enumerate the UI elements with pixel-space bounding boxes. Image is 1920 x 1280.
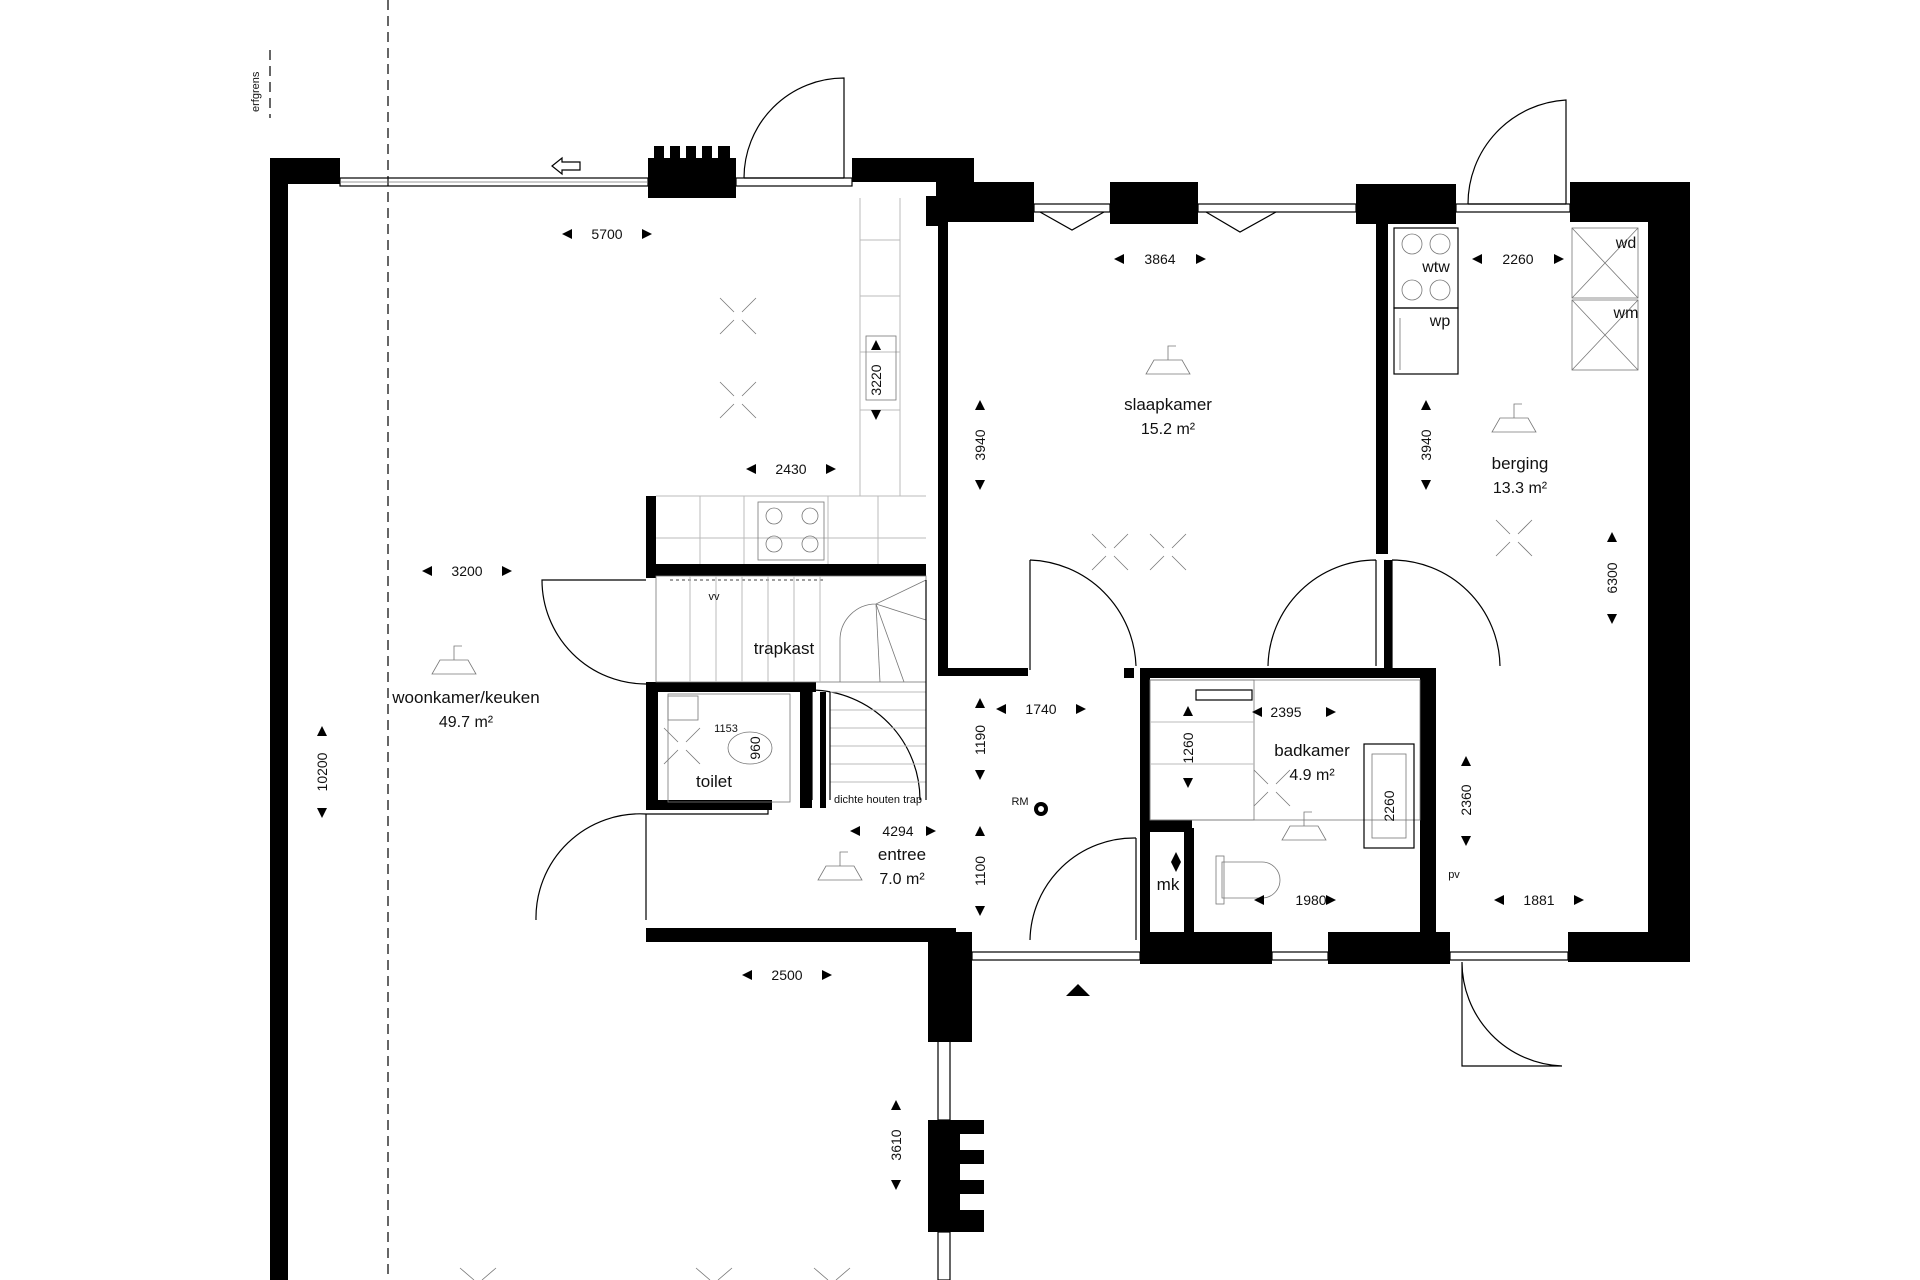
dim-2260: 2260 [1502, 251, 1533, 267]
area-slaapkamer: 15.2 m² [1141, 421, 1196, 438]
room-label-berging: berging [1492, 454, 1549, 473]
bath-sink-icon [1363, 743, 1415, 849]
toilet-bowl-icon [727, 731, 773, 765]
area-woonkamer: 49.7 m² [439, 714, 494, 731]
stair-label: dichte houten trap [834, 794, 922, 806]
ceiling-light-symbols [459, 297, 1533, 1280]
dim-3200: 3200 [451, 563, 482, 579]
dim-1153: 1153 [714, 723, 738, 735]
washbasin-icon [667, 695, 699, 721]
wm-label: wm [1613, 305, 1639, 322]
dim-2260-bath: 2260 [1381, 790, 1397, 821]
pv-label: pv [1448, 869, 1460, 881]
toilet-room [667, 693, 791, 803]
wc-icon [1221, 861, 1281, 899]
area-badkamer: 4.9 m² [1289, 767, 1335, 784]
berging-installations [1393, 227, 1639, 375]
kitchen [656, 198, 926, 564]
wtw-label: wtw [1421, 259, 1450, 276]
dim-1100: 1100 [972, 856, 988, 886]
dim-960: 960 [747, 736, 763, 760]
dim-3940-slaapkamer: 3940 [972, 429, 988, 460]
room-labels: woonkamer/keuken 49.7 m² slaapkamer 15.2… [391, 235, 1638, 894]
dim-6300: 6300 [1604, 562, 1620, 593]
doors [535, 77, 1567, 1067]
room-label-entree: entree [878, 845, 926, 864]
dim-3940-berging: 3940 [1418, 429, 1434, 460]
wp-label: wp [1429, 313, 1451, 330]
room-label-woonkamer: woonkamer/keuken [391, 688, 539, 707]
erfgrens-label: erfgrens [250, 71, 262, 112]
dim-2430: 2430 [775, 461, 806, 477]
dim-2360: 2360 [1458, 784, 1474, 815]
area-entree: 7.0 m² [879, 871, 925, 888]
room-label-mk: mk [1157, 875, 1180, 894]
dim-3610: 3610 [888, 1129, 904, 1160]
dim-10200: 10200 [314, 752, 330, 791]
dim-1881: 1881 [1523, 892, 1554, 908]
dim-5700: 5700 [591, 226, 622, 242]
dim-2500: 2500 [771, 967, 802, 983]
stairs [655, 575, 927, 800]
outlet-symbols [431, 345, 1537, 881]
room-label-badkamer: badkamer [1274, 741, 1350, 760]
vv-label: vv [709, 591, 721, 603]
bathroom [1149, 679, 1421, 905]
area-berging: 13.3 m² [1493, 480, 1548, 497]
wd-label: wd [1615, 235, 1636, 252]
dimension-arrows [317, 229, 1617, 1190]
room-label-trapkast: trapkast [754, 639, 815, 658]
dim-1260: 1260 [1180, 732, 1196, 763]
dim-1190: 1190 [972, 725, 988, 755]
room-label-toilet: toilet [696, 772, 732, 791]
dim-3864: 3864 [1144, 251, 1175, 267]
room-label-slaapkamer: slaapkamer [1124, 395, 1212, 414]
dimension-labels: 5700 3864 2260 2430 3200 1740 2395 1153 … [314, 226, 1620, 1161]
rm-label: RM [1011, 796, 1028, 808]
sliding-arrow-icon [551, 156, 581, 176]
pv-meter-icon [1420, 850, 1432, 930]
dim-4294: 4294 [882, 823, 913, 839]
cooktop-icon [757, 501, 825, 561]
window-frames [339, 156, 1571, 1280]
dim-3220: 3220 [868, 364, 884, 395]
dim-1740: 1740 [1025, 701, 1056, 717]
entrance-arrow-icon [1066, 984, 1090, 996]
dim-2395: 2395 [1270, 704, 1301, 720]
walls [270, 146, 1690, 1280]
dim-1980: 1980 [1295, 892, 1326, 908]
